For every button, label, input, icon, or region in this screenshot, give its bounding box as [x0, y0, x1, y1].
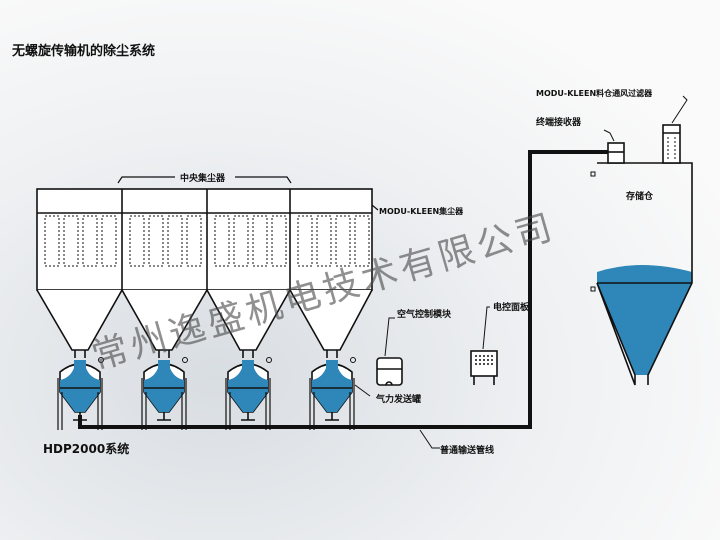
- indicator-light: [483, 363, 485, 365]
- indicator-light: [475, 359, 477, 361]
- label-conveying-pipe: 普通输送管线: [440, 446, 495, 456]
- label-terminal-receiver: 终端接收器: [536, 118, 582, 128]
- indicator-light: [479, 359, 481, 361]
- label-bin-vent-filter: MODU-KLEEN料仓通风过滤器: [536, 89, 653, 98]
- label-hdp-system: HDP2000系统: [43, 442, 130, 456]
- indicator-light: [487, 359, 489, 361]
- indicator-light: [483, 359, 485, 361]
- pneumatic-vessel: [225, 350, 272, 430]
- label-modu-kleen-collector: MODU-KLEEN集尘器: [379, 207, 464, 216]
- indicator-light: [487, 355, 489, 357]
- indicator-light: [475, 355, 477, 357]
- indicator-light: [483, 355, 485, 357]
- label-control-panel: 电控面板: [493, 303, 530, 313]
- label-pneumatic-vessel: 气力发送罐: [376, 395, 422, 405]
- indicator-light: [479, 355, 481, 357]
- indicator-light: [475, 363, 477, 365]
- control-panel: [470, 306, 498, 385]
- indicator-light: [491, 355, 493, 357]
- conveying-pipe: [78, 150, 612, 429]
- storage-silo: [590, 95, 693, 386]
- pneumatic-vessel: [141, 350, 188, 430]
- diagram-title: 无螺旋传输机的除尘系统: [12, 44, 156, 59]
- air-control-module: [376, 317, 403, 386]
- pneumatic-vessel: [309, 350, 356, 430]
- label-central-collector: 中央集尘器: [180, 174, 226, 184]
- dust-collector: [36, 188, 373, 351]
- indicator-light: [479, 363, 481, 365]
- indicator-light: [487, 363, 489, 365]
- label-storage-silo: 存储仓: [626, 192, 654, 202]
- indicator-light: [491, 363, 493, 365]
- indicator-light: [491, 359, 493, 361]
- pneumatic-vessel: [57, 350, 104, 430]
- label-air-control-module: 空气控制模块: [397, 310, 452, 320]
